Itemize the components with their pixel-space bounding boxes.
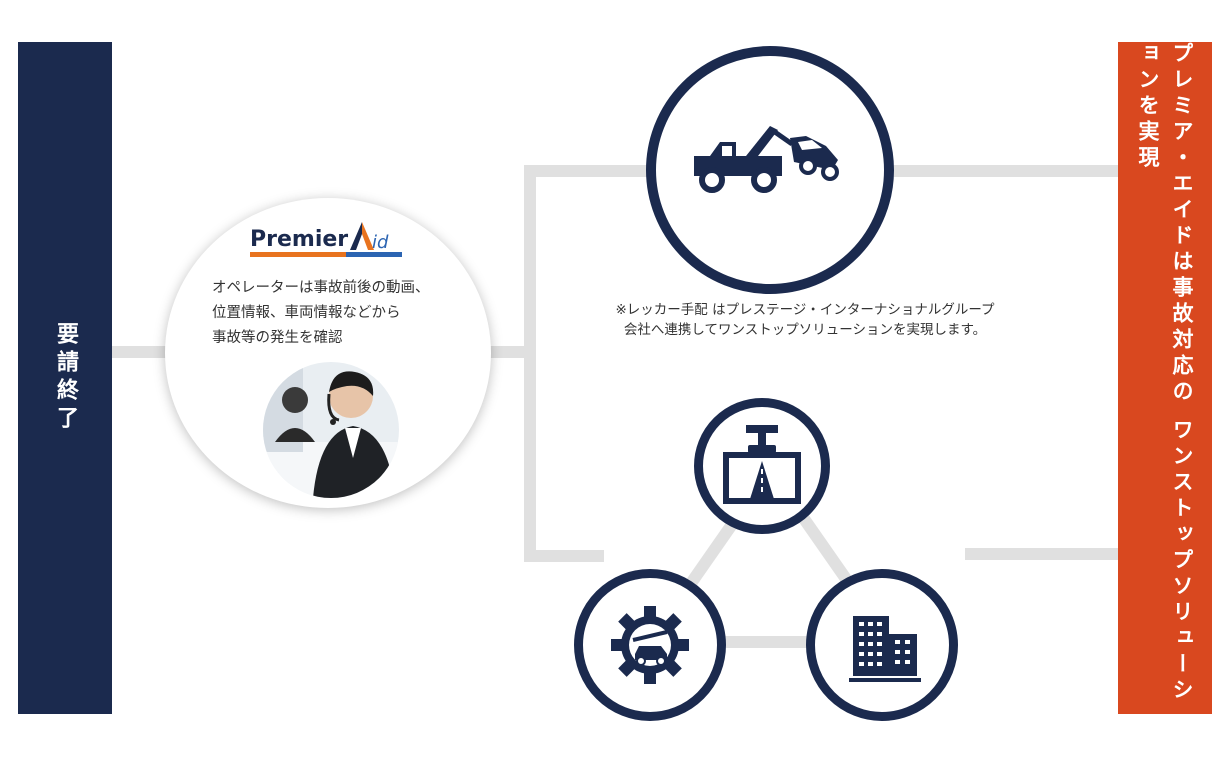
operator-photo xyxy=(263,362,399,498)
right-bar: プレミア・エイドは事故対応の ワンストップソリューションを実現 xyxy=(1118,42,1212,714)
connector-top xyxy=(524,165,654,177)
repair-circle xyxy=(574,569,726,721)
right-bar-label: プレミア・エイドは事故対応の ワンストップソリューションを実現 xyxy=(1131,42,1199,714)
building-circle xyxy=(806,569,958,721)
premier-aid-logo: Premier id xyxy=(250,218,410,264)
connector-top-right xyxy=(890,165,1118,177)
right-bar-line1: プレミア・エイドは事故対応の xyxy=(1170,42,1194,406)
operator-line: 位置情報、車両情報などから xyxy=(212,305,401,321)
connector-vertical xyxy=(524,165,536,562)
connector-bottom-right xyxy=(965,548,1118,560)
car-repair-gear-icon xyxy=(611,606,689,684)
connector-mid xyxy=(488,346,530,358)
right-bar-line2: ワンストップソリューションを実現 xyxy=(1136,42,1194,705)
operator-line: 事故等の発生を確認 xyxy=(212,330,343,346)
dashcam-icon xyxy=(723,425,801,504)
operator-description: オペレーターは事故前後の動画、 位置情報、車両情報などから 事故等の発生を確認 xyxy=(212,276,482,351)
dashcam-circle xyxy=(694,398,830,534)
svg-text:Premier: Premier xyxy=(250,227,348,252)
note-line: 会社へ連携してワンストップソリューションを実現します。 xyxy=(623,322,987,338)
connector-bottom xyxy=(524,550,604,562)
connector-left xyxy=(112,346,172,358)
tow-truck-circle xyxy=(646,46,894,294)
left-bar-label: 要請終了 xyxy=(53,322,78,434)
svg-text:id: id xyxy=(372,232,389,253)
office-building-icon xyxy=(849,616,921,682)
left-bar: 要請終了 xyxy=(18,42,112,714)
tow-truck-icon xyxy=(694,126,839,193)
tow-note: ※レッカー手配 はプレステージ・インターナショナルグループ 会社へ連携してワンス… xyxy=(545,300,1065,340)
note-line: ※レッカー手配 はプレステージ・インターナショナルグループ xyxy=(615,302,995,318)
operator-line: オペレーターは事故前後の動画、 xyxy=(212,280,430,296)
